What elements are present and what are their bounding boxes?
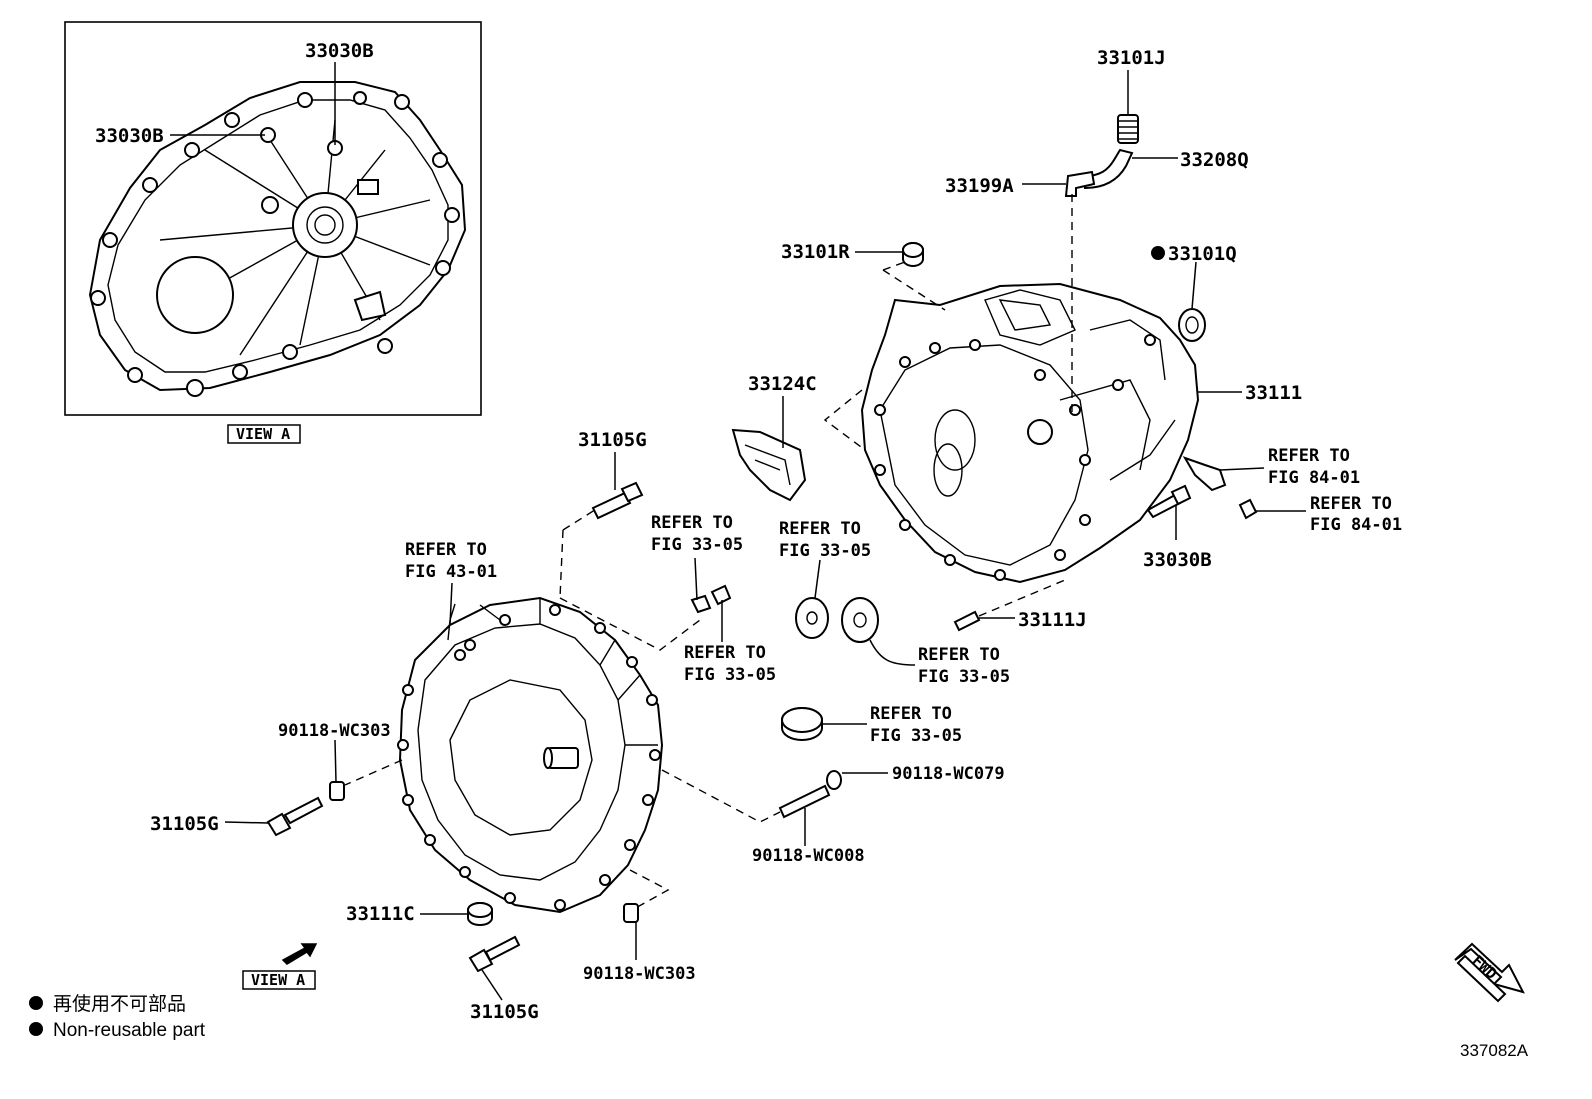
breather-hose-33208q xyxy=(1084,148,1178,190)
non-reusable-marker xyxy=(1151,246,1165,260)
dowel-90118-wc303-bottom xyxy=(623,903,639,960)
bearing-ring xyxy=(781,707,867,741)
part-label-33111j: 33111J xyxy=(1018,609,1087,631)
leader-43-01 xyxy=(449,582,453,626)
breather-cap-33101j xyxy=(1117,70,1139,144)
refer-33-05-d-fig: FIG 33-05 xyxy=(918,667,1010,687)
part-label-90118-wc079: 90118-WC079 xyxy=(892,764,1005,784)
oil-guide-33124c xyxy=(731,396,807,502)
refer-33-05-c-word: REFER TO xyxy=(779,519,861,539)
view-a-inset xyxy=(64,21,482,416)
legend-bullet-jp xyxy=(29,996,43,1010)
refer-84-01-upper-word: REFER TO xyxy=(1268,446,1350,466)
refer-84-01-lower-fig: FIG 84-01 xyxy=(1310,515,1402,535)
centerline-bolt-top xyxy=(559,529,564,599)
part-label-90118-wc008: 90118-WC008 xyxy=(752,846,865,866)
diagram-code: 337082A xyxy=(1460,1041,1529,1060)
washer-disc-a xyxy=(795,559,829,639)
view-a-caption: VIEW A xyxy=(236,425,290,443)
breather-plug-33199a xyxy=(1022,170,1096,197)
part-label-31105g-top: 31105G xyxy=(578,429,647,451)
centerline-case-left xyxy=(823,389,866,451)
part-label-33199a: 33199A xyxy=(945,175,1014,197)
plug-33101r xyxy=(855,242,924,267)
refer-33-05-d-word: REFER TO xyxy=(918,645,1000,665)
refer-84-01-lower-word: REFER TO xyxy=(1310,494,1392,514)
refer-33-05-c-fig: FIG 33-05 xyxy=(779,541,871,561)
plug-33111c xyxy=(420,902,493,926)
sensor-bolt xyxy=(1238,498,1306,520)
centerline-housing-bottom xyxy=(629,869,670,911)
legend-text-en: Non-reusable part xyxy=(53,1020,206,1041)
legend-text-jp: 再使用不可部品 xyxy=(53,993,186,1015)
part-label-33111c: 33111C xyxy=(346,903,415,925)
part-label-33030b-right: 33030B xyxy=(1143,549,1212,571)
bolt-31105g-bottom xyxy=(468,935,521,1001)
part-label-31105g-bottom: 31105G xyxy=(470,1001,539,1023)
pin-33111j xyxy=(953,610,1015,632)
view-a-arrow-label: VIEW A xyxy=(251,971,305,989)
legend-bullet-en xyxy=(29,1022,43,1036)
refer-43-01-word: REFER TO xyxy=(405,540,487,560)
refer-33-05-e-fig: FIG 33-05 xyxy=(870,726,962,746)
view-a-arrow-icon xyxy=(242,943,318,990)
part-label-31105g-left: 31105G xyxy=(150,813,219,835)
speed-sensor xyxy=(1182,456,1265,492)
centerline-bolt-top-2 xyxy=(562,507,599,531)
part-label-33111: 33111 xyxy=(1245,382,1302,404)
view-a-label-33030b-top: 33030B xyxy=(305,40,374,62)
centerline-housing-right xyxy=(661,769,781,823)
refer-33-05-e-word: REFER TO xyxy=(870,704,952,724)
bracket-clip xyxy=(690,557,732,642)
bolt-90118-wc008 xyxy=(778,770,888,846)
washer-disc-b xyxy=(841,597,916,666)
part-label-90118-wc303-left: 90118-WC303 xyxy=(278,721,391,741)
bolt-33030b xyxy=(1146,484,1192,540)
view-a-label-33030b-left: 33030B xyxy=(95,125,164,147)
part-label-90118-wc303-bottom: 90118-WC303 xyxy=(583,964,696,984)
refer-33-05-b-fig: FIG 33-05 xyxy=(684,665,776,685)
part-label-33124c: 33124C xyxy=(748,373,817,395)
bolt-31105g-left xyxy=(224,796,324,837)
dowel-90118-wc303-left xyxy=(329,739,345,801)
bolt-31105g-top xyxy=(591,452,644,520)
refer-33-05-a-word: REFER TO xyxy=(651,513,733,533)
refer-84-01-upper-fig: FIG 84-01 xyxy=(1268,468,1360,488)
part-label-33208q: 33208Q xyxy=(1180,149,1249,171)
fwd-arrow-icon xyxy=(1454,942,1525,1003)
centerline-plug xyxy=(882,261,946,311)
view-a-caption-box xyxy=(227,424,301,444)
legend xyxy=(29,996,43,1036)
refer-43-01-fig: FIG 43-01 xyxy=(405,562,497,582)
refer-33-05-a-fig: FIG 33-05 xyxy=(651,535,743,555)
part-label-33101j: 33101J xyxy=(1097,47,1166,69)
oil-seal-33101q xyxy=(1178,261,1206,342)
part-label-33101r: 33101R xyxy=(781,241,850,263)
centerline-housing-top xyxy=(559,597,701,651)
clutch-housing xyxy=(397,596,664,914)
centerline-pin xyxy=(978,579,1066,617)
part-label-33101q: 33101Q xyxy=(1168,243,1237,265)
refer-33-05-b-word: REFER TO xyxy=(684,643,766,663)
transmission-case-33111 xyxy=(860,282,1242,584)
